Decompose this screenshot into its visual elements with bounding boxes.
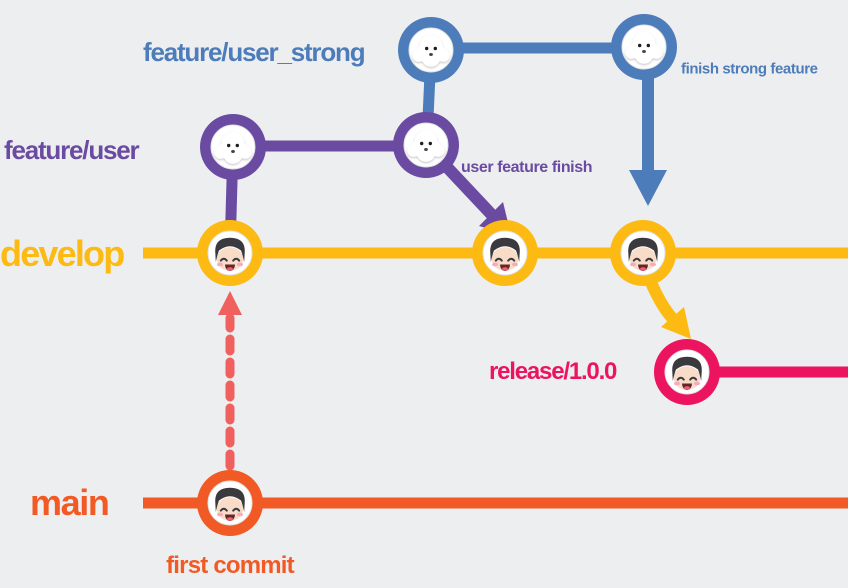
branch-label-release: release/1.0.0	[489, 358, 617, 385]
commit-node-develop-2	[472, 220, 538, 286]
person-avatar-icon	[671, 355, 703, 391]
commit-node-feature-user-strong-2	[611, 14, 677, 80]
commit-node-develop-3	[610, 220, 676, 286]
branch-label-develop: develop	[0, 233, 125, 274]
annotation-user-feature-finish: user feature finish	[461, 159, 593, 176]
commit-node-main-1	[197, 470, 263, 536]
commit-node-release-1	[654, 339, 720, 405]
branch-label-main: main	[30, 482, 110, 523]
arrowhead-down	[629, 170, 667, 206]
branch-label-feature-user: feature/user	[4, 135, 140, 165]
arrowhead-up	[218, 291, 242, 315]
annotation-first-commit: first commit	[166, 552, 295, 579]
person-avatar-icon	[214, 236, 246, 272]
branch-arrow-develop-to-release	[644, 277, 691, 339]
person-avatar-icon	[627, 236, 659, 272]
arrowhead-down-right	[661, 307, 691, 339]
branch-label-feature-user-strong: feature/user_strong	[143, 37, 366, 67]
annotation-finish-strong-feature: finish strong feature	[681, 60, 818, 78]
commit-node-develop-1	[197, 220, 263, 286]
commit-node-feature-user-2	[393, 112, 459, 178]
dashed-arrow-main-to-develop	[218, 291, 242, 471]
person-avatar-icon	[214, 486, 246, 522]
merge-arrow-strong-to-develop	[629, 78, 667, 206]
commit-node-feature-user-strong-1	[398, 17, 464, 83]
person-avatar-icon	[489, 236, 521, 272]
commit-node-feature-user-1	[200, 114, 266, 180]
